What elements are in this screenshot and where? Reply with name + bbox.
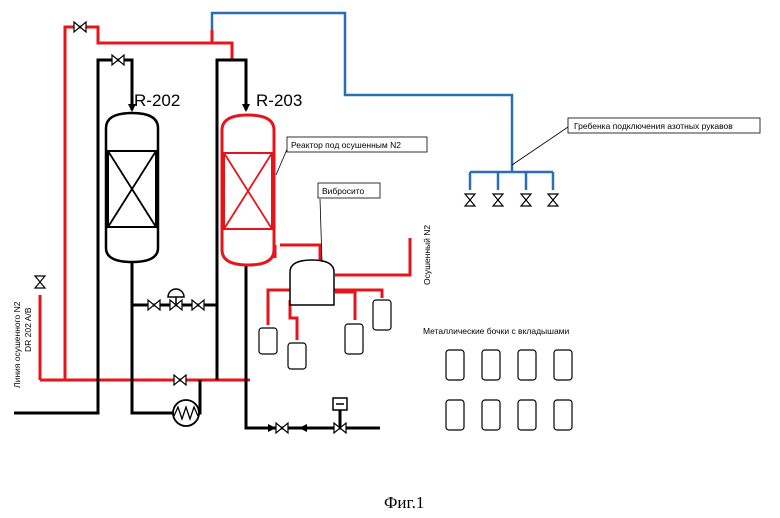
label-n2-line-2: DR 202 A/B (23, 307, 33, 352)
label-r203: R-203 (256, 91, 302, 110)
label-vibrosito: Вибросито (322, 186, 365, 196)
label-barrels: Металлические бочки с вкладышами (423, 326, 570, 336)
reactor-r202 (106, 113, 158, 262)
label-r202: R-202 (134, 91, 180, 110)
label-n2-line-1: Линия осушенного N2 (12, 301, 22, 388)
actuator (333, 398, 347, 410)
label-comb: Гребенка подключения азотных рукавов (574, 121, 733, 131)
heat-exchanger (173, 400, 199, 426)
sieve-barrels (259, 300, 391, 369)
label-reactor-n2: Реактор под осушенным N2 (291, 140, 401, 150)
control-valve (168, 289, 184, 310)
label-dried-n2: Осушенный N2 (422, 225, 432, 285)
black-process-lines (14, 60, 380, 428)
metal-barrels (446, 350, 572, 430)
figure-caption: Фиг.1 (384, 493, 424, 512)
reactor-r203 (222, 115, 274, 265)
vibrosieve-vessel (290, 260, 334, 305)
